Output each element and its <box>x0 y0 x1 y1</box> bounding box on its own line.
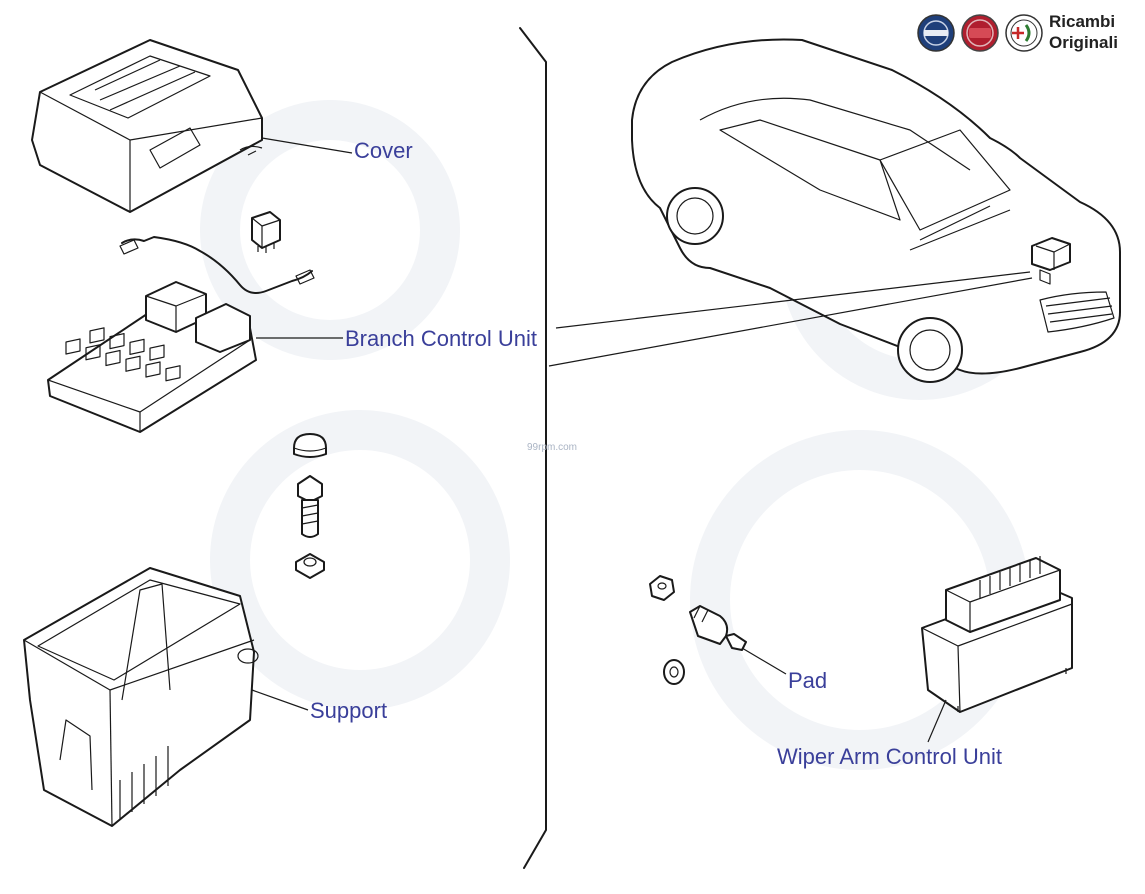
watermark-text: 99rpm.com <box>527 442 577 453</box>
support-label: Support <box>310 698 387 723</box>
wiper-arm-control-unit-leader-line <box>927 699 947 743</box>
wiper-arm-control-unit-drawing <box>921 556 1073 713</box>
cover-leader-line <box>261 137 353 154</box>
section-divider <box>519 27 547 869</box>
brand-title-line2: Originali <box>1049 33 1118 52</box>
car-drawing <box>631 38 1121 383</box>
brand-title-line1: Ricambi <box>1049 12 1115 31</box>
fastener-set-drawing <box>293 433 327 579</box>
branch-control-unit-label: Branch Control Unit <box>345 326 537 351</box>
wiper-arm-control-unit-label: Wiper Arm Control Unit <box>777 744 1002 769</box>
wire-harness-drawing <box>119 236 315 294</box>
highlighted-control-unit-on-car <box>1031 237 1071 271</box>
alfa-romeo-badge-icon <box>1005 14 1043 52</box>
branch-control-unit-drawing <box>47 281 257 433</box>
relay-part-drawing <box>251 211 281 253</box>
cover-part-drawing <box>31 39 263 213</box>
fiat-badge-icon <box>961 14 999 52</box>
brand-header: Ricambi Originali <box>917 12 1118 52</box>
cover-label: Cover <box>354 138 413 163</box>
support-part-drawing <box>23 567 259 827</box>
support-leader-line <box>251 689 309 711</box>
pad-part-drawing <box>649 575 747 685</box>
location-pointer-lines <box>548 271 1033 367</box>
pad-leader-line <box>741 647 787 675</box>
lancia-badge-icon <box>917 14 955 52</box>
pad-label: Pad <box>788 668 827 693</box>
